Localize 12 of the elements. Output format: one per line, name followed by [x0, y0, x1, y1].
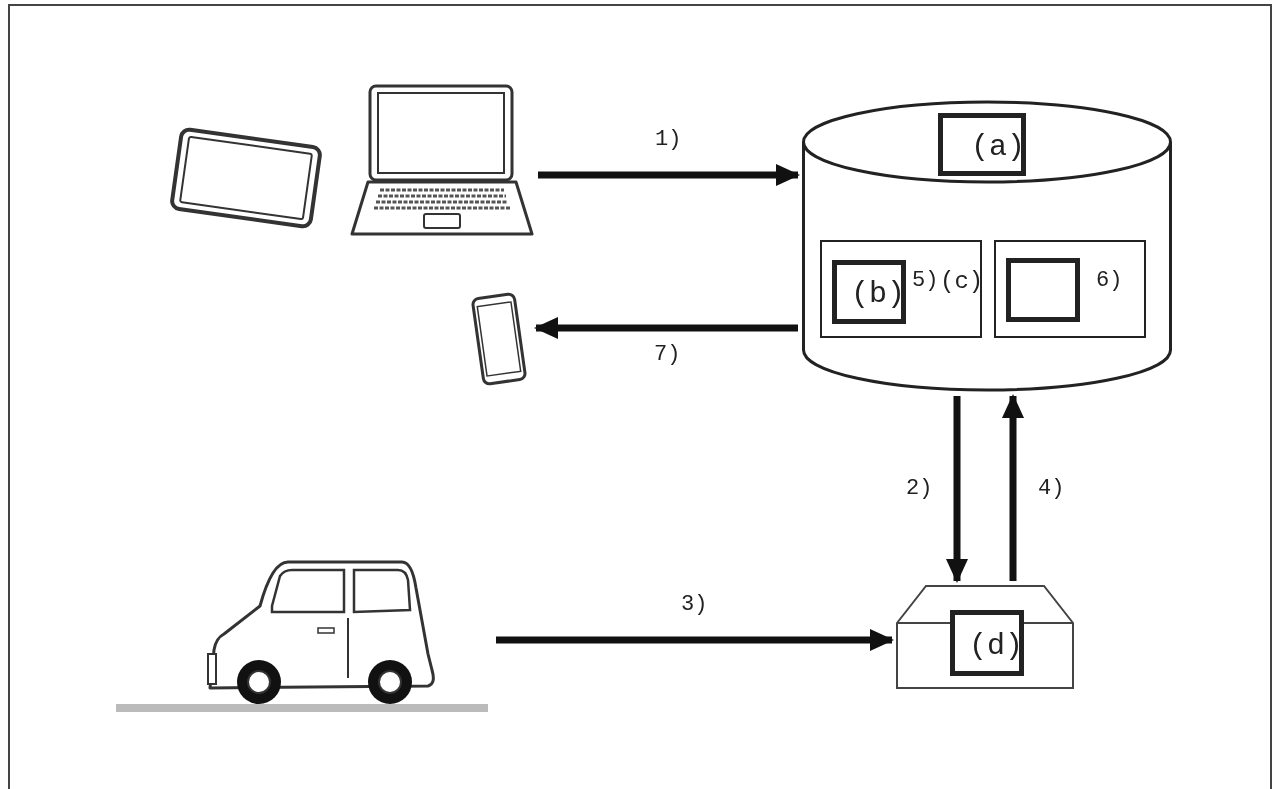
step-number: 5) — [912, 268, 939, 293]
box-label: (b) — [851, 277, 905, 311]
step-number: 6) — [1096, 268, 1123, 293]
label-box — [938, 113, 1026, 176]
empty-box — [1006, 258, 1080, 322]
step-number: (c) — [940, 268, 984, 295]
box-label: (d) — [969, 629, 1023, 663]
box-label: (a) — [971, 130, 1025, 164]
label-box — [832, 260, 906, 324]
label-box — [950, 610, 1024, 676]
panel-box — [820, 240, 982, 338]
panel-box — [994, 240, 1146, 338]
